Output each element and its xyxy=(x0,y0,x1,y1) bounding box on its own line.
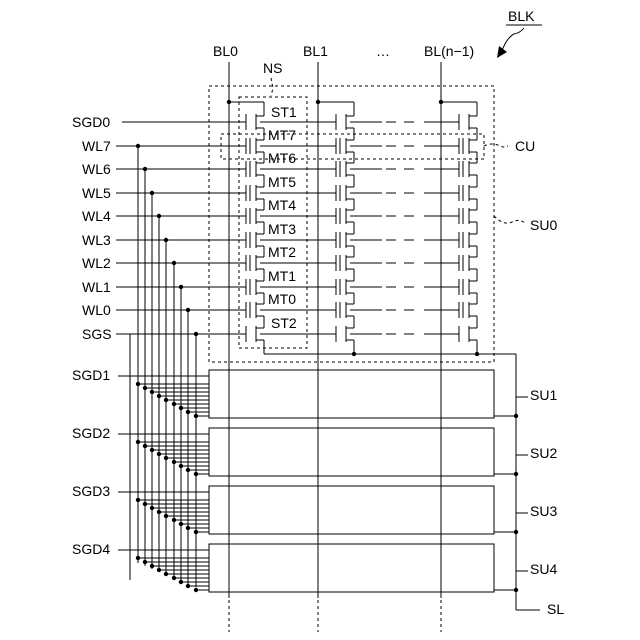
fan-dot-2-7 xyxy=(179,464,183,468)
fan-dot-4-1 xyxy=(136,556,140,560)
transistor-label-mt7: MT7 xyxy=(268,127,296,143)
select-gate-label-sgd4: SGD4 xyxy=(72,541,110,557)
select-gate-labels: SGD1 SGD2 SGD3 SGD4 xyxy=(72,367,110,557)
transistor-label-mt6: MT6 xyxy=(268,150,296,166)
transistor-label-st2: ST2 xyxy=(271,315,297,331)
bitline-ellipsis: … xyxy=(376,43,390,59)
su0-leader xyxy=(494,216,526,224)
transistor-label-mt0: MT0 xyxy=(268,291,296,307)
string-unit-label-1: SU1 xyxy=(530,387,557,403)
nand-string-label: NS xyxy=(263,60,282,76)
fan-dot-3-4 xyxy=(157,510,161,514)
fan-dot-1-6 xyxy=(172,402,176,406)
signal-label-wl6: WL6 xyxy=(82,161,111,177)
string-top-dot-0 xyxy=(227,100,231,104)
string-unit-box-4 xyxy=(209,544,494,592)
signal-label-wl1: WL1 xyxy=(82,279,111,295)
transistor-label-mt3: MT3 xyxy=(268,221,296,237)
bitlines xyxy=(229,62,441,632)
fan-dot-3-3 xyxy=(150,506,154,510)
nand-string-leader xyxy=(271,78,273,96)
bitline-label-0: BL0 xyxy=(213,43,238,59)
fan-dot-4-8 xyxy=(186,584,190,588)
string-unit-box-3 xyxy=(209,486,494,534)
fan-dot-1-8 xyxy=(186,410,190,414)
signal-label-wl2: WL2 xyxy=(82,255,111,271)
signal-label-wl0: WL0 xyxy=(82,302,111,318)
transistor-label-mt2: MT2 xyxy=(268,244,296,260)
fan-dot-3-1 xyxy=(136,498,140,502)
fan-dot-3-6 xyxy=(172,518,176,522)
fan-dot-1-3 xyxy=(150,390,154,394)
signal-label-sgs: SGS xyxy=(82,326,112,342)
fan-dot-1-1 xyxy=(136,382,140,386)
source-line-label: SL xyxy=(547,601,564,617)
signal-label-wl5: WL5 xyxy=(82,185,111,201)
string-unit-box-2 xyxy=(209,428,494,476)
fan-dot-1-5 xyxy=(164,398,168,402)
fan-dot-1-4 xyxy=(157,394,161,398)
fan-dot-4-9 xyxy=(194,588,198,592)
fan-dot-2-9 xyxy=(194,472,198,476)
fan-dot-3-5 xyxy=(164,514,168,518)
fan-dot-4-3 xyxy=(150,564,154,568)
fan-dot-1-2 xyxy=(143,386,147,390)
string-unit-0-box xyxy=(209,86,494,362)
signal-label-wl3: WL3 xyxy=(82,232,111,248)
fan-dot-4-7 xyxy=(179,580,183,584)
fan-dot-2-2 xyxy=(143,444,147,448)
su0-source-dot-2 xyxy=(475,352,479,356)
fan-dot-2-4 xyxy=(157,452,161,456)
fan-dot-4-4 xyxy=(157,568,161,572)
block-pointer-arrowhead xyxy=(497,46,507,58)
fan-dot-1-7 xyxy=(179,406,183,410)
fan-dot-2-8 xyxy=(186,468,190,472)
transistor-label-mt1: MT1 xyxy=(268,268,296,284)
string-top-dot-2 xyxy=(439,100,443,104)
select-gate-label-sgd2: SGD2 xyxy=(72,425,110,441)
string-unit-label-3: SU3 xyxy=(530,503,557,519)
signal-label-wl7: WL7 xyxy=(82,138,111,154)
signal-label-wl4: WL4 xyxy=(82,208,111,224)
transistor-label-mt4: MT4 xyxy=(268,197,296,213)
cell-unit-label: CU xyxy=(515,138,535,154)
bitline-label-n: BL(n−1) xyxy=(424,43,474,59)
transistor-labels: ST1 MT7 MT6 MT5 MT4 MT3 MT2 MT1 MT0 ST2 xyxy=(268,104,297,331)
select-gate-label-sgd1: SGD1 xyxy=(72,367,110,383)
fan-dot-1-9 xyxy=(194,414,198,418)
fan-dot-4-5 xyxy=(164,572,168,576)
fan-dot-2-1 xyxy=(136,440,140,444)
fan-dot-4-2 xyxy=(143,560,147,564)
bitline-label-1: BL1 xyxy=(303,43,328,59)
signal-labels: SGD0 WL7 WL6 WL5 WL4 WL3 WL2 WL1 WL0 SGS xyxy=(72,114,112,342)
fan-dot-3-8 xyxy=(186,526,190,530)
fan-dot-3-9 xyxy=(194,530,198,534)
cell-unit-leader xyxy=(484,144,508,147)
fan-dot-3-2 xyxy=(143,502,147,506)
fan-dot-2-3 xyxy=(150,448,154,452)
select-gate-label-sgd3: SGD3 xyxy=(72,483,110,499)
fan-dot-2-5 xyxy=(164,456,168,460)
block-label: BLK xyxy=(508,8,535,24)
string-unit-label-2: SU2 xyxy=(530,445,557,461)
signal-label-sgd0: SGD0 xyxy=(72,114,110,130)
string-unit-labels: SU0 SU1 SU2 SU3 SU4 xyxy=(530,217,557,577)
string-unit-label-4: SU4 xyxy=(530,561,557,577)
string-unit-label-0: SU0 xyxy=(530,217,557,233)
transistor-label-st1: ST1 xyxy=(271,104,297,120)
su0-source-dot-1 xyxy=(352,352,356,356)
transistor-label-mt5: MT5 xyxy=(268,174,296,190)
string-unit-box-1 xyxy=(209,370,494,418)
fan-dot-4-6 xyxy=(172,576,176,580)
fan-dot-2-6 xyxy=(172,460,176,464)
fan-dot-3-7 xyxy=(179,522,183,526)
wiring xyxy=(116,100,540,610)
string-top-dot-1 xyxy=(316,100,320,104)
